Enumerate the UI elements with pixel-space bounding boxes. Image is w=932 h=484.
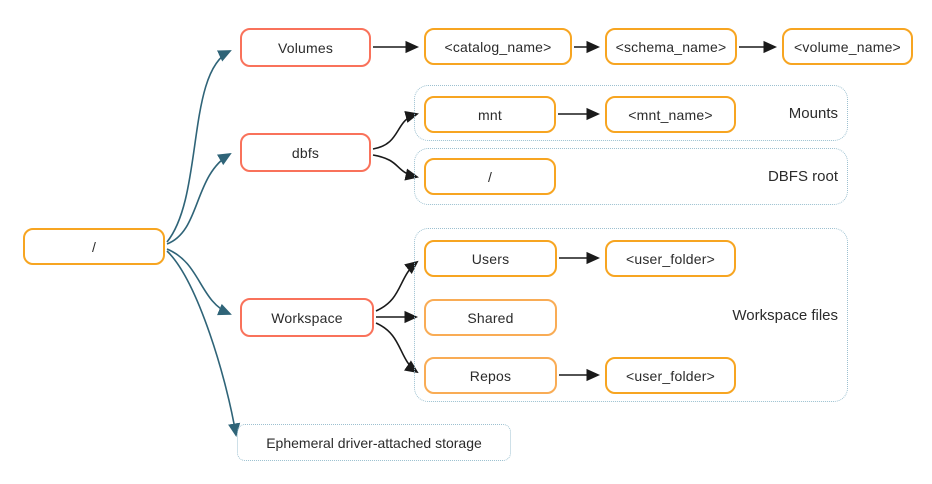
node-volume-name: <volume_name> bbox=[782, 28, 913, 65]
arrow-dbfs-to-root-slash bbox=[372, 154, 419, 181]
node-user-folder-repos-label: <user_folder> bbox=[626, 367, 715, 384]
arrow-dbfs-to-mnt bbox=[372, 111, 419, 150]
arrow-workspace-to-users bbox=[375, 260, 419, 312]
node-schema-name: <schema_name> bbox=[605, 28, 737, 65]
node-catalog-name: <catalog_name> bbox=[424, 28, 572, 65]
group-workspace-files bbox=[414, 228, 848, 402]
group-ephemeral-storage: Ephemeral driver-attached storage bbox=[237, 424, 511, 461]
node-users: Users bbox=[424, 240, 557, 277]
arrow-workspace-to-repos bbox=[375, 322, 419, 374]
node-shared: Shared bbox=[424, 299, 557, 336]
ephemeral-storage-label: Ephemeral driver-attached storage bbox=[266, 434, 482, 451]
node-repos-label: Repos bbox=[469, 367, 512, 384]
workspace-files-label: Workspace files bbox=[732, 306, 838, 324]
dbfs-root-label: DBFS root bbox=[767, 168, 838, 185]
node-dbfs-root-slash-label: / bbox=[487, 168, 493, 185]
arrow-root-to-workspace bbox=[166, 248, 232, 316]
node-mnt-name-label: <mnt_name> bbox=[628, 106, 713, 123]
node-root-label: / bbox=[91, 238, 97, 255]
node-users-label: Users bbox=[471, 250, 510, 267]
node-mnt: mnt bbox=[424, 96, 556, 133]
node-user-folder-users: <user_folder> bbox=[605, 240, 736, 277]
arrow-root-to-dbfs bbox=[166, 152, 232, 245]
node-user-folder-users-label: <user_folder> bbox=[626, 250, 715, 267]
arrow-root-to-ephemeral bbox=[166, 250, 241, 438]
node-workspace-label: Workspace bbox=[271, 309, 343, 326]
group-dbfs-root bbox=[414, 148, 848, 205]
node-mnt-label: mnt bbox=[478, 106, 502, 123]
node-schema-name-label: <schema_name> bbox=[615, 38, 727, 55]
group-mounts bbox=[414, 85, 848, 141]
node-shared-label: Shared bbox=[467, 309, 514, 326]
node-user-folder-repos: <user_folder> bbox=[605, 357, 736, 394]
node-catalog-name-label: <catalog_name> bbox=[444, 38, 552, 55]
node-dbfs-root-slash: / bbox=[424, 158, 556, 195]
mounts-label: Mounts bbox=[788, 104, 838, 122]
node-volumes: Volumes bbox=[240, 28, 371, 67]
node-mnt-name: <mnt_name> bbox=[605, 96, 736, 133]
node-workspace: Workspace bbox=[240, 298, 374, 337]
node-dbfs: dbfs bbox=[240, 133, 371, 172]
arrow-root-to-volumes bbox=[166, 50, 232, 243]
node-repos: Repos bbox=[424, 357, 557, 394]
node-dbfs-label: dbfs bbox=[291, 144, 320, 161]
node-volumes-label: Volumes bbox=[277, 39, 334, 56]
node-root: / bbox=[23, 228, 165, 265]
node-volume-name-label: <volume_name> bbox=[794, 38, 901, 55]
